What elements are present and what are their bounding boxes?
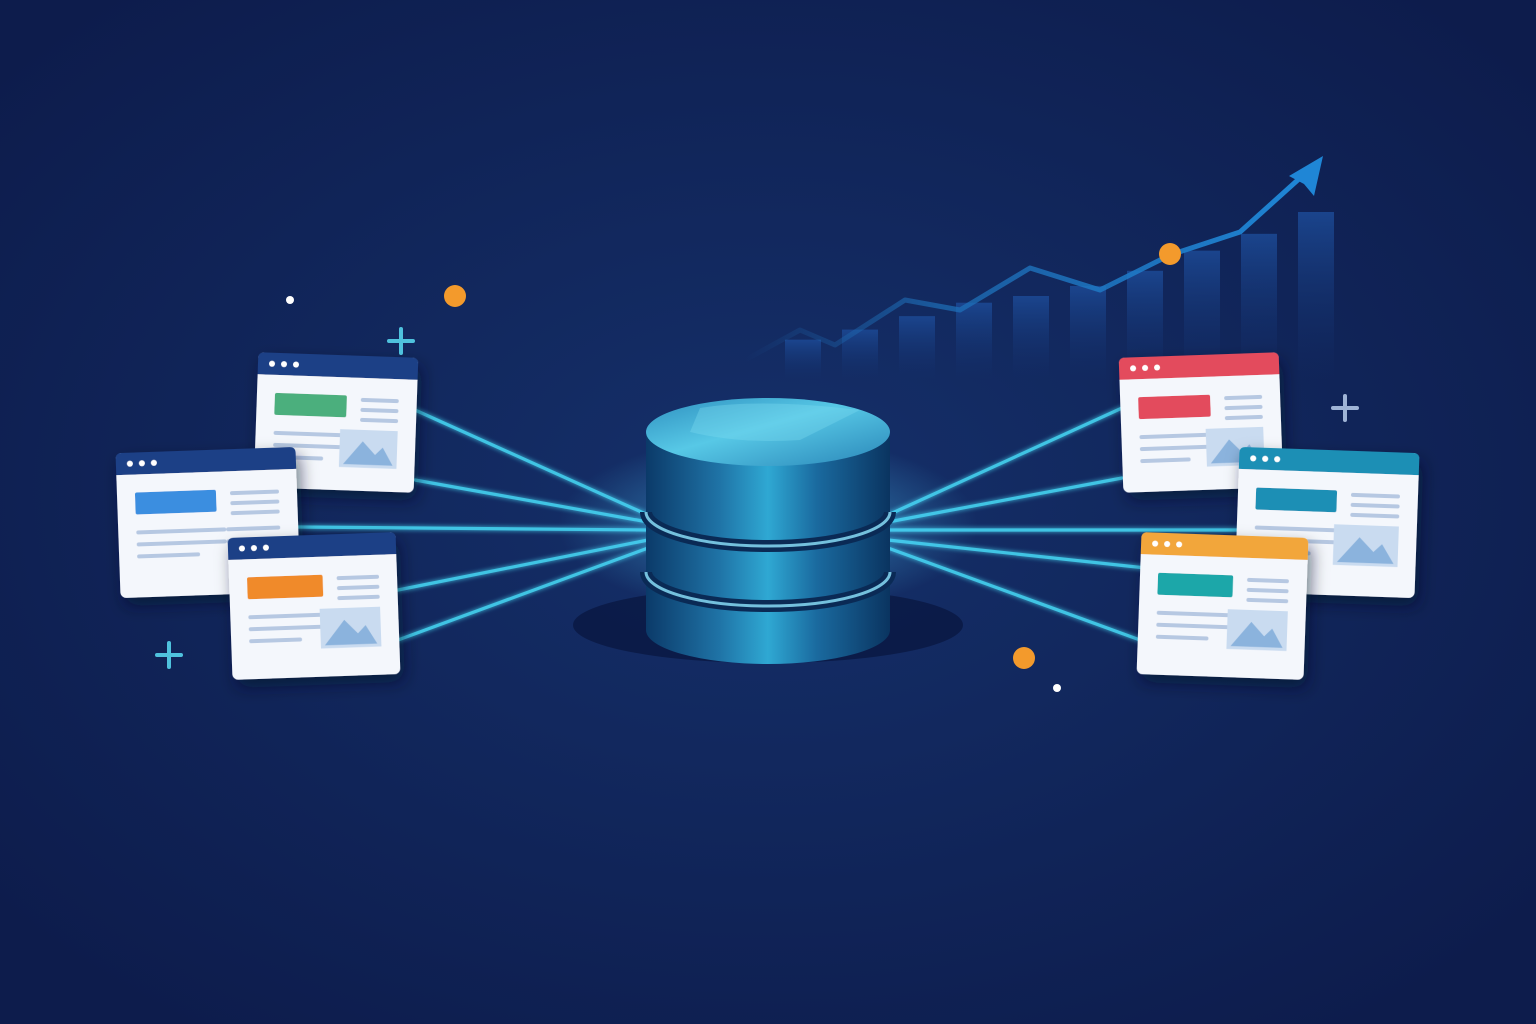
window-text-line (1139, 432, 1212, 440)
window-text-line (1350, 492, 1400, 499)
window-header-block (247, 574, 324, 600)
window-dot (292, 361, 299, 368)
window-dot (1164, 541, 1171, 548)
right-window-bottom (1136, 532, 1309, 680)
window-dot (238, 545, 245, 552)
window-dot (1154, 364, 1161, 371)
window-dot (150, 459, 157, 466)
window-header-block (134, 489, 217, 515)
mountain-icon (342, 441, 393, 466)
window-dot (1176, 541, 1183, 548)
window-header-block (274, 392, 347, 418)
trend-bar (956, 302, 992, 380)
window-text-line (226, 525, 281, 532)
window-text-line (360, 397, 399, 404)
right-window-group (1118, 352, 1420, 680)
window-text-line (1140, 457, 1191, 464)
window-text-line (137, 552, 201, 559)
database-icon (558, 398, 978, 664)
trend-bar (1298, 212, 1334, 380)
window-text-line (1350, 512, 1400, 519)
window-text-line (1254, 525, 1336, 533)
window-text-line (337, 594, 380, 601)
window-dot (262, 544, 269, 551)
window-text-line (248, 624, 325, 632)
window-text-line (1247, 577, 1289, 584)
window-text-line (230, 509, 280, 516)
window-text-line (1224, 404, 1263, 411)
star-dot (286, 296, 294, 304)
left-window-group (115, 352, 419, 680)
window-dot (250, 545, 257, 552)
database-top (646, 398, 890, 466)
plus-icon (387, 327, 415, 355)
mountain-icon (324, 619, 378, 646)
window-header-block (1255, 487, 1338, 513)
window-text-line (1156, 610, 1232, 618)
window-text-line (229, 489, 279, 496)
window-text-line (136, 527, 227, 535)
window-text-line (1246, 587, 1289, 594)
window-dot (138, 460, 145, 467)
window-text-line (360, 417, 399, 424)
window-dot (269, 360, 276, 367)
trend-line (742, 175, 1303, 363)
mountain-icon (1230, 621, 1283, 648)
window-text-line (136, 539, 227, 547)
window-text-line (1156, 622, 1232, 630)
accent-dot (1013, 647, 1035, 669)
window-title-bar (1118, 352, 1280, 380)
window-dot (1274, 456, 1281, 463)
plus-icon (1331, 394, 1359, 422)
window-text-line (248, 612, 324, 620)
star-dot (1053, 684, 1061, 692)
window-header-block (1157, 572, 1234, 598)
window-dot (281, 361, 288, 368)
window-dot (126, 460, 133, 467)
window-text-line (1139, 444, 1212, 452)
window-text-line (1246, 597, 1289, 604)
left-window-bottom (227, 532, 401, 680)
window-text-line (336, 584, 380, 591)
plus-icon (155, 641, 183, 669)
trend-highlight-dot (1159, 243, 1181, 265)
window-title-bar (1140, 532, 1309, 560)
mountain-icon (1336, 537, 1394, 564)
trend-bar (1013, 296, 1049, 380)
window-title-bar (257, 352, 419, 380)
window-text-line (273, 430, 346, 438)
window-text-line (1155, 634, 1209, 641)
window-title-bar (1238, 447, 1420, 476)
window-text-line (1224, 394, 1263, 401)
window-dot (1262, 455, 1269, 462)
window-title-bar (227, 532, 397, 560)
window-text-line (1224, 414, 1263, 421)
window-text-line (360, 407, 399, 414)
window-text-line (336, 574, 380, 581)
trend-bar (899, 316, 935, 380)
trend-bar (785, 339, 821, 380)
sparkles (155, 285, 1359, 692)
window-text-line (249, 637, 303, 644)
window-header-block (1138, 394, 1211, 420)
window-dot (1130, 365, 1137, 372)
trend-bar (1070, 285, 1106, 380)
accent-dot (444, 285, 466, 307)
window-dot (1152, 540, 1159, 547)
window-dot (1142, 364, 1149, 371)
window-dot (1250, 455, 1257, 462)
window-text-line (230, 499, 280, 506)
trend-up-arrow-icon (1289, 156, 1323, 196)
window-text-line (273, 442, 346, 450)
window-title-bar (115, 447, 297, 476)
window-text-line (1350, 502, 1400, 509)
